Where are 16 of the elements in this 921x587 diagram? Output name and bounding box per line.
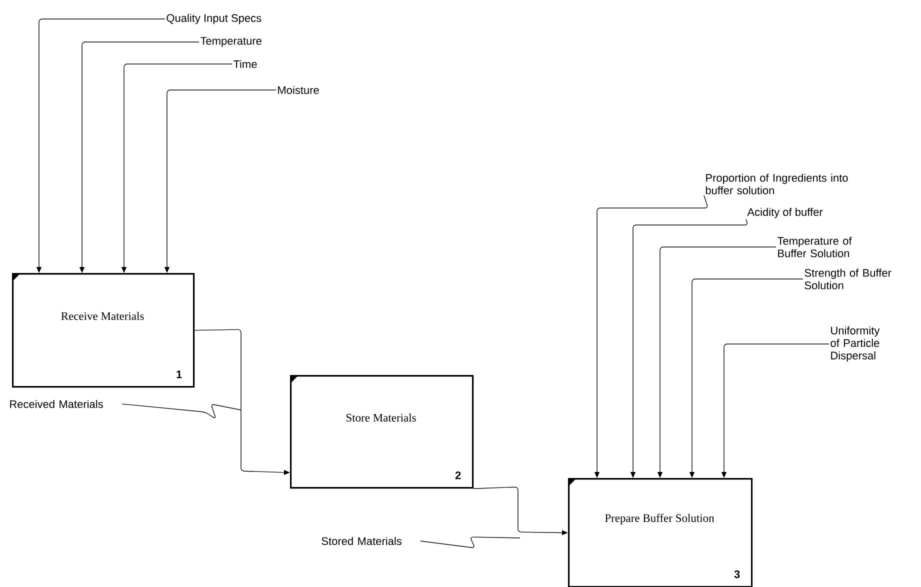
arrow-label: Time (233, 60, 257, 68)
activity-box: Prepare Buffer Solution 3 (568, 478, 753, 587)
arrow-label: Proportion of Ingredients into buffer solution (706, 174, 848, 194)
leader-line (420, 536, 520, 548)
arrow-label: Stored Materials (322, 536, 402, 546)
arrow-label: Acidity of buffer (747, 208, 823, 218)
activity-box: Receive Materials 1 (12, 273, 195, 388)
arrow-label: Quality Input Specs (166, 14, 262, 24)
arrow-label: Received Materials (10, 400, 103, 408)
leader-line (122, 404, 242, 418)
arrow-label: Strength of Buffer Solution (804, 268, 892, 290)
arrow-label: Moisture (278, 86, 319, 94)
activity-box: Store Materials 2 (290, 375, 474, 489)
arrow-label: Temperature (200, 37, 262, 47)
arrow-label: Temperature of Buffer Solution (777, 236, 852, 258)
arrow-label: Uniformity of Particle Dispersal (830, 326, 880, 362)
